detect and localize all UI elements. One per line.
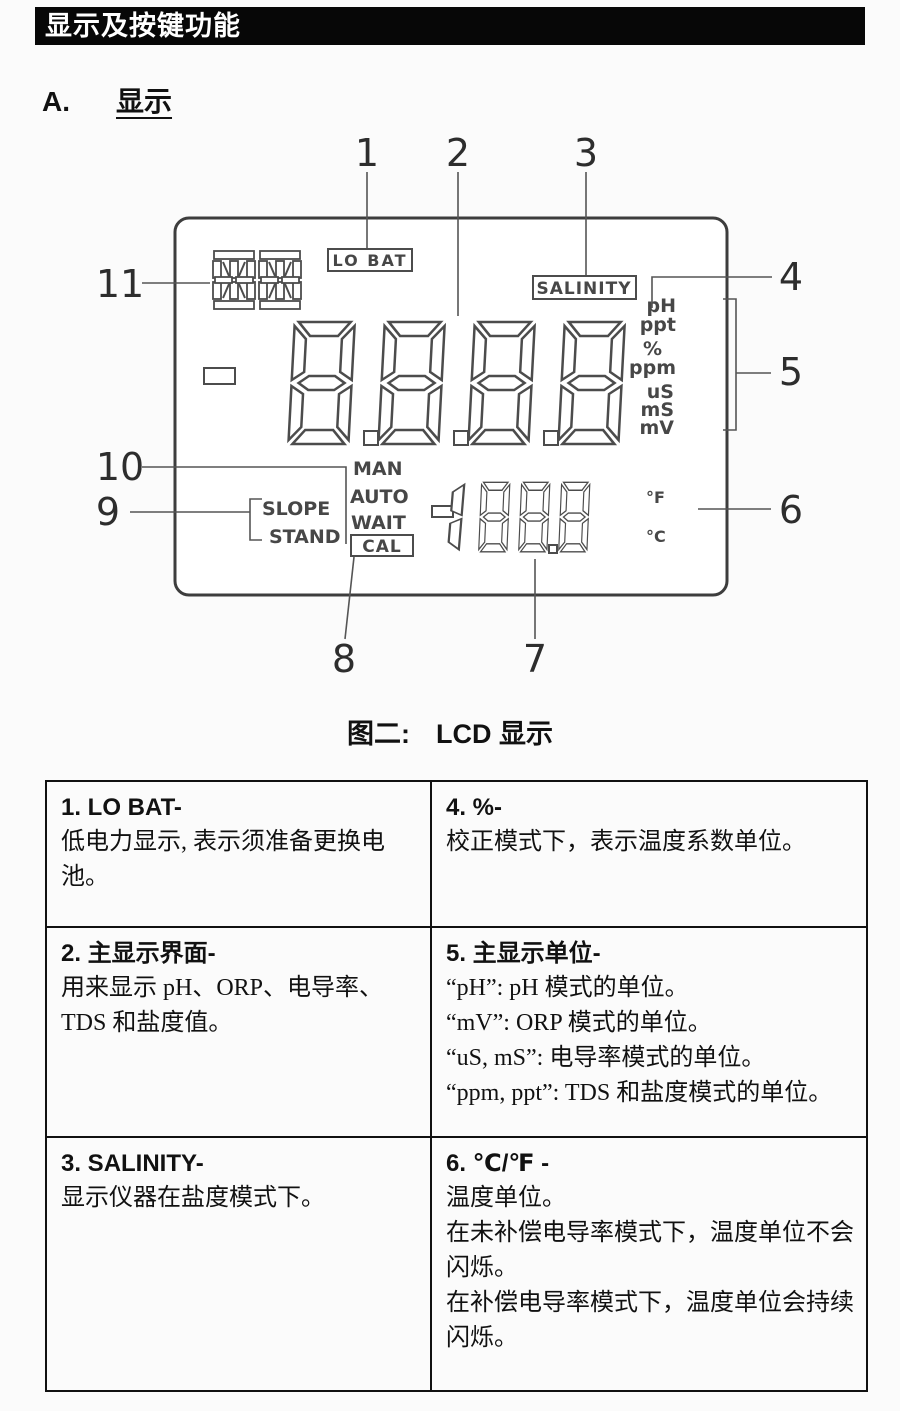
cell-body-line: 在未补偿电导率模式下，温度单位不会闪烁。 (446, 1220, 854, 1281)
unit-label-percent: % (643, 338, 662, 360)
figure-caption: 图二: LCD 显示 (0, 712, 900, 751)
table-row: 2. 主显示界面- 用来显示 pH、ORP、电导率、TDS 和盐度值。 5. 主… (45, 926, 868, 1138)
cell-heading: 2. 主显示界面- (61, 940, 216, 967)
wait-label: WAIT (351, 512, 406, 534)
man-label: MAN (353, 458, 403, 480)
cell-heading: 5. 主显示单位- (446, 940, 601, 967)
legend-table: 1. LO BAT- 低电力显示, 表示须准备更换电池。 4. %- 校正模式下… (45, 780, 868, 1392)
lobat-label: LO BAT (332, 251, 407, 270)
slope-label: SLOPE (262, 498, 330, 520)
cell-body-line: 低电力显示, 表示须准备更换电池。 (61, 829, 385, 890)
lcd-diagram: LO BAT SALINITY pH ppt % ppm uS mS mV MA… (96, 131, 803, 681)
cell-body-line: 校正模式下，表示温度系数单位。 (446, 829, 806, 855)
stand-label: STAND (269, 526, 341, 548)
cell-body-line: “mV”: ORP 模式的单位。 (446, 1010, 712, 1036)
unit-label-ppm: ppm (629, 357, 676, 379)
cell-heading: 3. SALINITY- (61, 1150, 204, 1177)
page-header: 显示及按键功能 (35, 7, 865, 45)
unit-label-mv: mV (639, 417, 674, 439)
callout-9: 9 (96, 490, 120, 534)
deg-f-label: °F (646, 488, 665, 507)
cell-salinity: 3. SALINITY- 显示仪器在盐度模式下。 (45, 1136, 432, 1392)
cell-body-line: “pH”: pH 模式的单位。 (446, 975, 689, 1001)
callout-numbers: 1 2 3 4 5 6 7 8 9 10 11 (96, 131, 803, 681)
table-row: 3. SALINITY- 显示仪器在盐度模式下。 6. ℃/℉ - 温度单位。 … (45, 1136, 868, 1392)
cal-box (350, 534, 414, 557)
slope-stand-labels: SLOPE STAND (262, 498, 341, 548)
section-heading: A. 显示 (42, 80, 172, 120)
callout-6: 6 (779, 488, 803, 532)
cell-heading: 6. ℃/℉ - (446, 1150, 550, 1177)
callout-3: 3 (574, 131, 598, 175)
cell-body-line: “ppm, ppt”: TDS 和盐度模式的单位。 (446, 1080, 833, 1106)
unit-column: pH ppt % ppm uS mS mV (629, 295, 676, 439)
cell-main-units: 5. 主显示单位- “pH”: pH 模式的单位。 “mV”: ORP 模式的单… (430, 926, 868, 1138)
callout-2: 2 (446, 131, 470, 175)
main-minus-sign (203, 367, 236, 385)
mode-labels: MAN AUTO WAIT CAL (350, 458, 414, 557)
unit-label-ph: pH (646, 295, 676, 317)
cal-label: CAL (362, 537, 401, 557)
callout-5: 5 (779, 350, 803, 394)
callout-leader-lines (130, 172, 772, 640)
cell-lobat: 1. LO BAT- 低电力显示, 表示须准备更换电池。 (45, 780, 432, 928)
cell-body-line: 温度单位。 (446, 1185, 566, 1211)
figure-caption-text: LCD 显示 (436, 719, 553, 749)
callout-7: 7 (523, 637, 547, 681)
cell-body-line: 用来显示 pH、ORP、电导率、TDS 和盐度值。 (61, 975, 384, 1036)
salinity-box (532, 275, 637, 300)
unit-label-ms: mS (641, 399, 674, 421)
callout-4: 4 (779, 255, 803, 299)
section-label: A. (42, 86, 70, 117)
page-header-title: 显示及按键功能 (45, 11, 241, 41)
table-row: 1. LO BAT- 低电力显示, 表示须准备更换电池。 4. %- 校正模式下… (45, 780, 868, 928)
callout-11: 11 (96, 262, 144, 306)
main-seven-segment-display (287, 320, 627, 446)
cell-temp-unit: 6. ℃/℉ - 温度单位。 在未补偿电导率模式下，温度单位不会闪烁。 在补偿电… (430, 1136, 868, 1392)
secondary-seven-segment-display (431, 481, 591, 554)
callout-1: 1 (355, 131, 379, 175)
figure-caption-prefix: 图二: (347, 719, 410, 749)
cell-body-line: 显示仪器在盐度模式下。 (61, 1185, 325, 1211)
cell-heading: 1. LO BAT- (61, 794, 182, 821)
unit-label-us: uS (647, 381, 674, 403)
lobat-box (327, 248, 413, 272)
callout-8: 8 (332, 637, 356, 681)
auto-label: AUTO (350, 486, 409, 508)
cell-body-line: “uS, mS”: 电导率模式的单位。 (446, 1045, 766, 1071)
cell-heading: 4. %- (446, 794, 503, 821)
cell-percent: 4. %- 校正模式下，表示温度系数单位。 (430, 780, 868, 928)
salinity-label: SALINITY (536, 279, 631, 299)
section-title: 显示 (116, 86, 173, 117)
cell-main-display: 2. 主显示界面- 用来显示 pH、ORP、电导率、TDS 和盐度值。 (45, 926, 432, 1138)
callout-10: 10 (96, 445, 144, 489)
unit-label-ppt: ppt (640, 314, 676, 336)
deg-c-label: °C (646, 527, 666, 546)
cell-body-line: 在补偿电导率模式下，温度单位会持续闪烁。 (446, 1290, 854, 1351)
